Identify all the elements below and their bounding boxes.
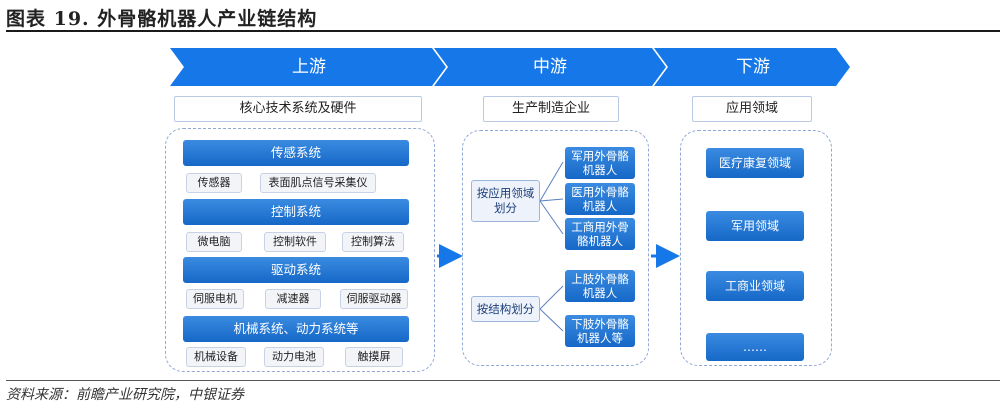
item-emg-collector: 表面肌点信号采集仪: [260, 173, 376, 193]
category-by-structure: 按结构划分: [471, 296, 540, 322]
product-military-exoskeleton: 军用外骨骼机器人: [565, 147, 635, 179]
item-servo-motor: 伺服电机: [186, 289, 244, 309]
stage-label-upstream: 上游: [292, 57, 326, 77]
domain-medical-rehab: 医疗康复领域: [706, 148, 804, 178]
item-control-software: 控制软件: [264, 232, 326, 252]
figure-title: 图表 19. 外骨骼机器人产业链结构: [6, 8, 318, 30]
domain-industrial-commercial: 工商业领域: [706, 271, 804, 301]
stage-label-downstream: 下游: [736, 57, 770, 77]
source-rule: [6, 380, 1000, 381]
product-lower-limb-exoskeleton: 下肢外骨骼机器人等: [565, 315, 635, 347]
stage-label-midstream: 中游: [533, 57, 567, 77]
item-touchscreen: 触摸屏: [345, 347, 403, 367]
system-control: 控制系统: [183, 199, 409, 225]
upstream-group: [165, 128, 435, 372]
system-sensing: 传感系统: [183, 140, 409, 166]
system-mechanical-power: 机械系统、动力系统等: [183, 316, 409, 342]
item-sensor: 传感器: [186, 173, 242, 193]
item-mechanical-equipment: 机械设备: [186, 347, 246, 367]
midstream-chevron: [434, 48, 666, 86]
item-reducer: 减速器: [265, 289, 321, 309]
item-microcomputer: 微电脑: [186, 232, 242, 252]
figure-source: 资料来源：前瞻产业研究院，中银证券: [6, 387, 244, 403]
upstream-chevron: [170, 48, 446, 86]
downstream-group: [680, 130, 832, 366]
downstream-chevron: [654, 48, 850, 86]
domain-more: ……: [706, 333, 804, 361]
item-servo-driver: 伺服驱动器: [340, 289, 408, 309]
title-rule: [6, 30, 1000, 32]
system-drive: 驱动系统: [183, 257, 409, 283]
product-upper-limb-exoskeleton: 上肢外骨骼机器人: [565, 270, 635, 302]
downstream-header: 应用领域: [692, 96, 812, 122]
item-power-battery: 动力电池: [264, 347, 324, 367]
category-by-application: 按应用领域划分: [471, 180, 540, 222]
midstream-header: 生产制造企业: [483, 96, 619, 122]
domain-military: 军用领域: [706, 211, 804, 241]
item-control-algorithm: 控制算法: [342, 232, 404, 252]
product-medical-exoskeleton: 医用外骨骼机器人: [565, 183, 635, 215]
upstream-header: 核心技术系统及硬件: [174, 96, 422, 122]
product-industrial-exoskeleton: 工商用外骨骼机器人: [565, 218, 635, 250]
